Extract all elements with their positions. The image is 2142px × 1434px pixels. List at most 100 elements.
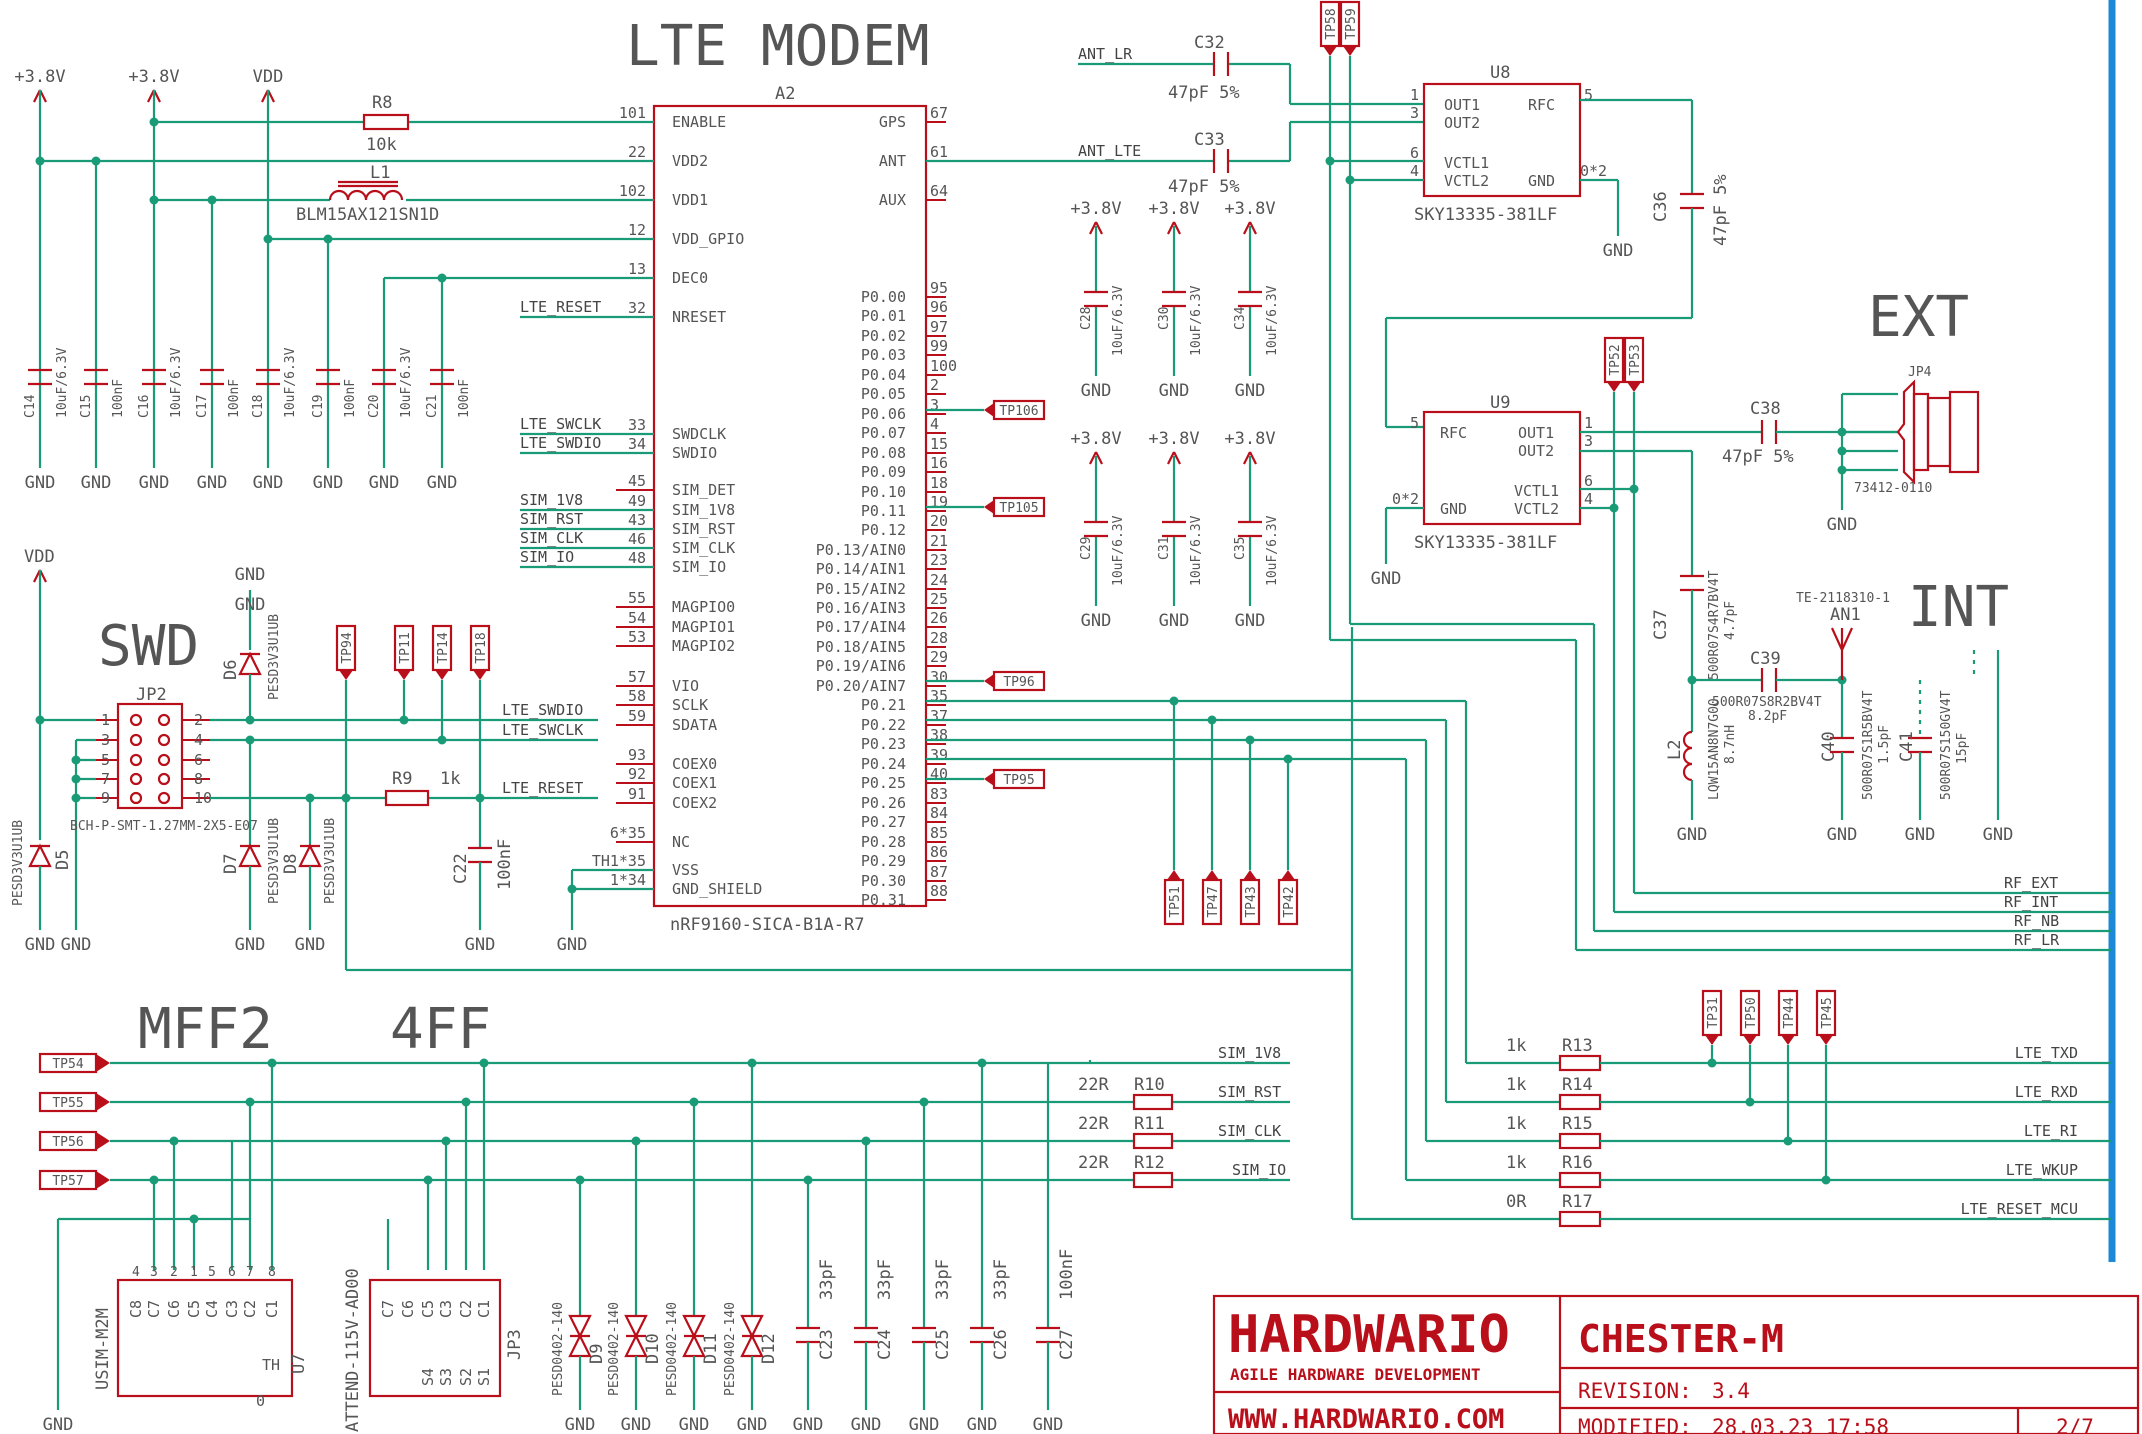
gnd-symbol: GND xyxy=(1371,569,1402,589)
gnd-symbol: GND xyxy=(679,1415,710,1434)
c38-ref: C38 xyxy=(1750,399,1781,419)
connector-jp4: JP4 73412-0110 xyxy=(1837,365,1980,510)
testpoint-box xyxy=(992,496,1046,518)
modem-right-pin-num: 23 xyxy=(930,551,948,569)
cap-ref: C25 xyxy=(933,1329,953,1360)
modem-left-pin-name: ENABLE xyxy=(672,113,726,131)
u7-th: TH xyxy=(262,1356,280,1374)
modem-right-pin-name: P0.15/AIN2 xyxy=(816,580,906,598)
c38-value: 47pF 5% xyxy=(1722,447,1794,467)
modem-left-pin-name: COEX1 xyxy=(672,774,717,792)
modem-left-pin-name: MAGPIO1 xyxy=(672,618,735,636)
jp2-pin-num: 8 xyxy=(194,770,203,788)
gnd-symbol: GND xyxy=(557,935,588,955)
cap-ref: C23 xyxy=(817,1329,837,1360)
cap-ref: C34 xyxy=(1233,306,1248,330)
cap-value: 100nF xyxy=(457,379,472,418)
modem-right-pin-name: P0.06 xyxy=(861,405,906,423)
modem-right-pin-name: P0.16/AIN3 xyxy=(816,599,906,617)
uart-resistor xyxy=(1558,1093,1602,1111)
rail-3v8-bulk-arrow xyxy=(1167,451,1181,465)
jp2-pad xyxy=(157,753,171,767)
testpoint-arrow xyxy=(1743,1035,1757,1045)
modem-right-pin-num: 84 xyxy=(930,804,948,822)
jp3-pin-name: C6 xyxy=(399,1300,417,1318)
modem-left-pin-num: 34 xyxy=(628,435,646,453)
modem-left-pin-num: 57 xyxy=(628,668,646,686)
u7-pin-name: C4 xyxy=(203,1300,221,1318)
modem-right-pin-name: GPS xyxy=(879,113,906,131)
gnd-symbol: GND xyxy=(1983,825,2014,845)
c39-ref: C39 xyxy=(1750,649,1781,669)
jp2-pin-num: 4 xyxy=(194,731,203,749)
cap-ref: C20 xyxy=(367,395,382,418)
testpoint-label: TP57 xyxy=(52,1174,83,1189)
cap-value: 10uF/6.3V xyxy=(1111,515,1126,586)
jp2-pad xyxy=(129,791,143,805)
jp2-value: BCH-P-SMT-1.27MM-2X5-E07 xyxy=(70,819,258,834)
sheet-number: 2/7 xyxy=(2056,1415,2094,1434)
gnd-symbol: GND xyxy=(235,935,266,955)
modem-right-pin-num: 20 xyxy=(930,512,948,530)
uart-resistor-value: 1k xyxy=(1506,1114,1526,1134)
jp2-pad xyxy=(157,733,171,747)
modem-right-pin-num: 4 xyxy=(930,415,939,433)
modem-right-pin-name: P0.09 xyxy=(861,463,906,481)
modem-right-pin-num: 38 xyxy=(930,726,948,744)
modem-left-pin-num: 101 xyxy=(619,104,646,122)
u9-ref: U9 xyxy=(1490,393,1510,413)
modified-value: 28.03.23 17:58 xyxy=(1712,1415,1889,1434)
modem-right-pin-num: 97 xyxy=(930,318,948,336)
modem-left-pin-num: 46 xyxy=(628,530,646,548)
jp3-pin-name: S3 xyxy=(437,1368,455,1386)
diode-value: PESD0402-140 xyxy=(723,1302,738,1396)
cap-value: 10uF/6.3V xyxy=(283,347,298,418)
rf-switch-u8: C32 47pF 5% C33 47pF 5% U8 SKY13335-381L… xyxy=(1168,33,1731,640)
modem-left-pin-num: 54 xyxy=(628,609,646,627)
cap-ref: C17 xyxy=(195,395,210,418)
modem-right-pin-num: 64 xyxy=(930,182,948,200)
u7-pin-num: 6 xyxy=(228,1265,236,1280)
cap-value: 33pF xyxy=(875,1259,895,1300)
u9-pin-out1: OUT1 xyxy=(1518,424,1554,442)
modem-right-pin-name: AUX xyxy=(879,191,906,209)
cap-value: 10uF/6.3V xyxy=(1111,285,1126,356)
testpoint-arrow xyxy=(1343,46,1357,56)
rail-3v8-bulk-label: +3.8V xyxy=(1224,429,1275,449)
gnd-symbol: GND xyxy=(1677,825,1708,845)
d7-value: PESD3V3U1UB xyxy=(267,818,282,904)
c36-ref: C36 xyxy=(1651,191,1671,222)
u9-num-3: 3 xyxy=(1584,432,1593,450)
gnd-symbol: GND xyxy=(1603,241,1634,261)
jp4-ref: JP4 xyxy=(1908,365,1932,380)
cap-ref: C14 xyxy=(23,394,38,418)
uart-resistor-ref: R13 xyxy=(1562,1036,1593,1056)
modem-left-nets: LTE_RESET LTE_SWCLK LTE_SWDIO SIM_1V8 SI… xyxy=(520,298,654,930)
diode-value: PESD0402-140 xyxy=(607,1302,622,1396)
modem-left-pin-num: 102 xyxy=(619,182,646,200)
gnd-symbol: GND xyxy=(1081,381,1112,401)
r11-value: 22R xyxy=(1078,1114,1109,1134)
jp2-pin-num: 6 xyxy=(194,751,203,769)
c40-value: 500R07S1R5BV4T xyxy=(1861,690,1876,800)
int-antenna: C37 500R07S4R7BV4T 4.7pF C39 500R07S8R2B… xyxy=(1651,570,2000,820)
testpoint-label: TP54 xyxy=(52,1057,83,1072)
modem-left-pin-name: DEC0 xyxy=(672,269,708,287)
u8-ref: U8 xyxy=(1490,63,1510,83)
rail-3v8-bulk-arrow xyxy=(1089,221,1103,235)
jp3-pin-name: C3 xyxy=(437,1300,455,1318)
modem-right-pin-num: 3 xyxy=(930,396,939,414)
modem-right-pin-name: P0.03 xyxy=(861,346,906,364)
modem-left-pin-num: 58 xyxy=(628,687,646,705)
revision-label: REVISION: xyxy=(1578,1379,1692,1403)
modem-left-pin-num: 1*34 xyxy=(610,871,646,889)
r8-value: 10k xyxy=(366,135,397,155)
rail-3v8-bulk-label: +3.8V xyxy=(1148,199,1199,219)
net-lte-reset-a: LTE_RESET xyxy=(520,298,601,316)
jp2-ref: JP2 xyxy=(136,685,167,705)
cap-value: 10uF/6.3V xyxy=(169,347,184,418)
gnd-symbol: GND xyxy=(295,935,326,955)
modem-left-pin-name: SIM_DET xyxy=(672,481,735,499)
c41-sub: 15pF xyxy=(1955,733,1970,764)
u7-value: USIM-M2M xyxy=(93,1308,113,1390)
